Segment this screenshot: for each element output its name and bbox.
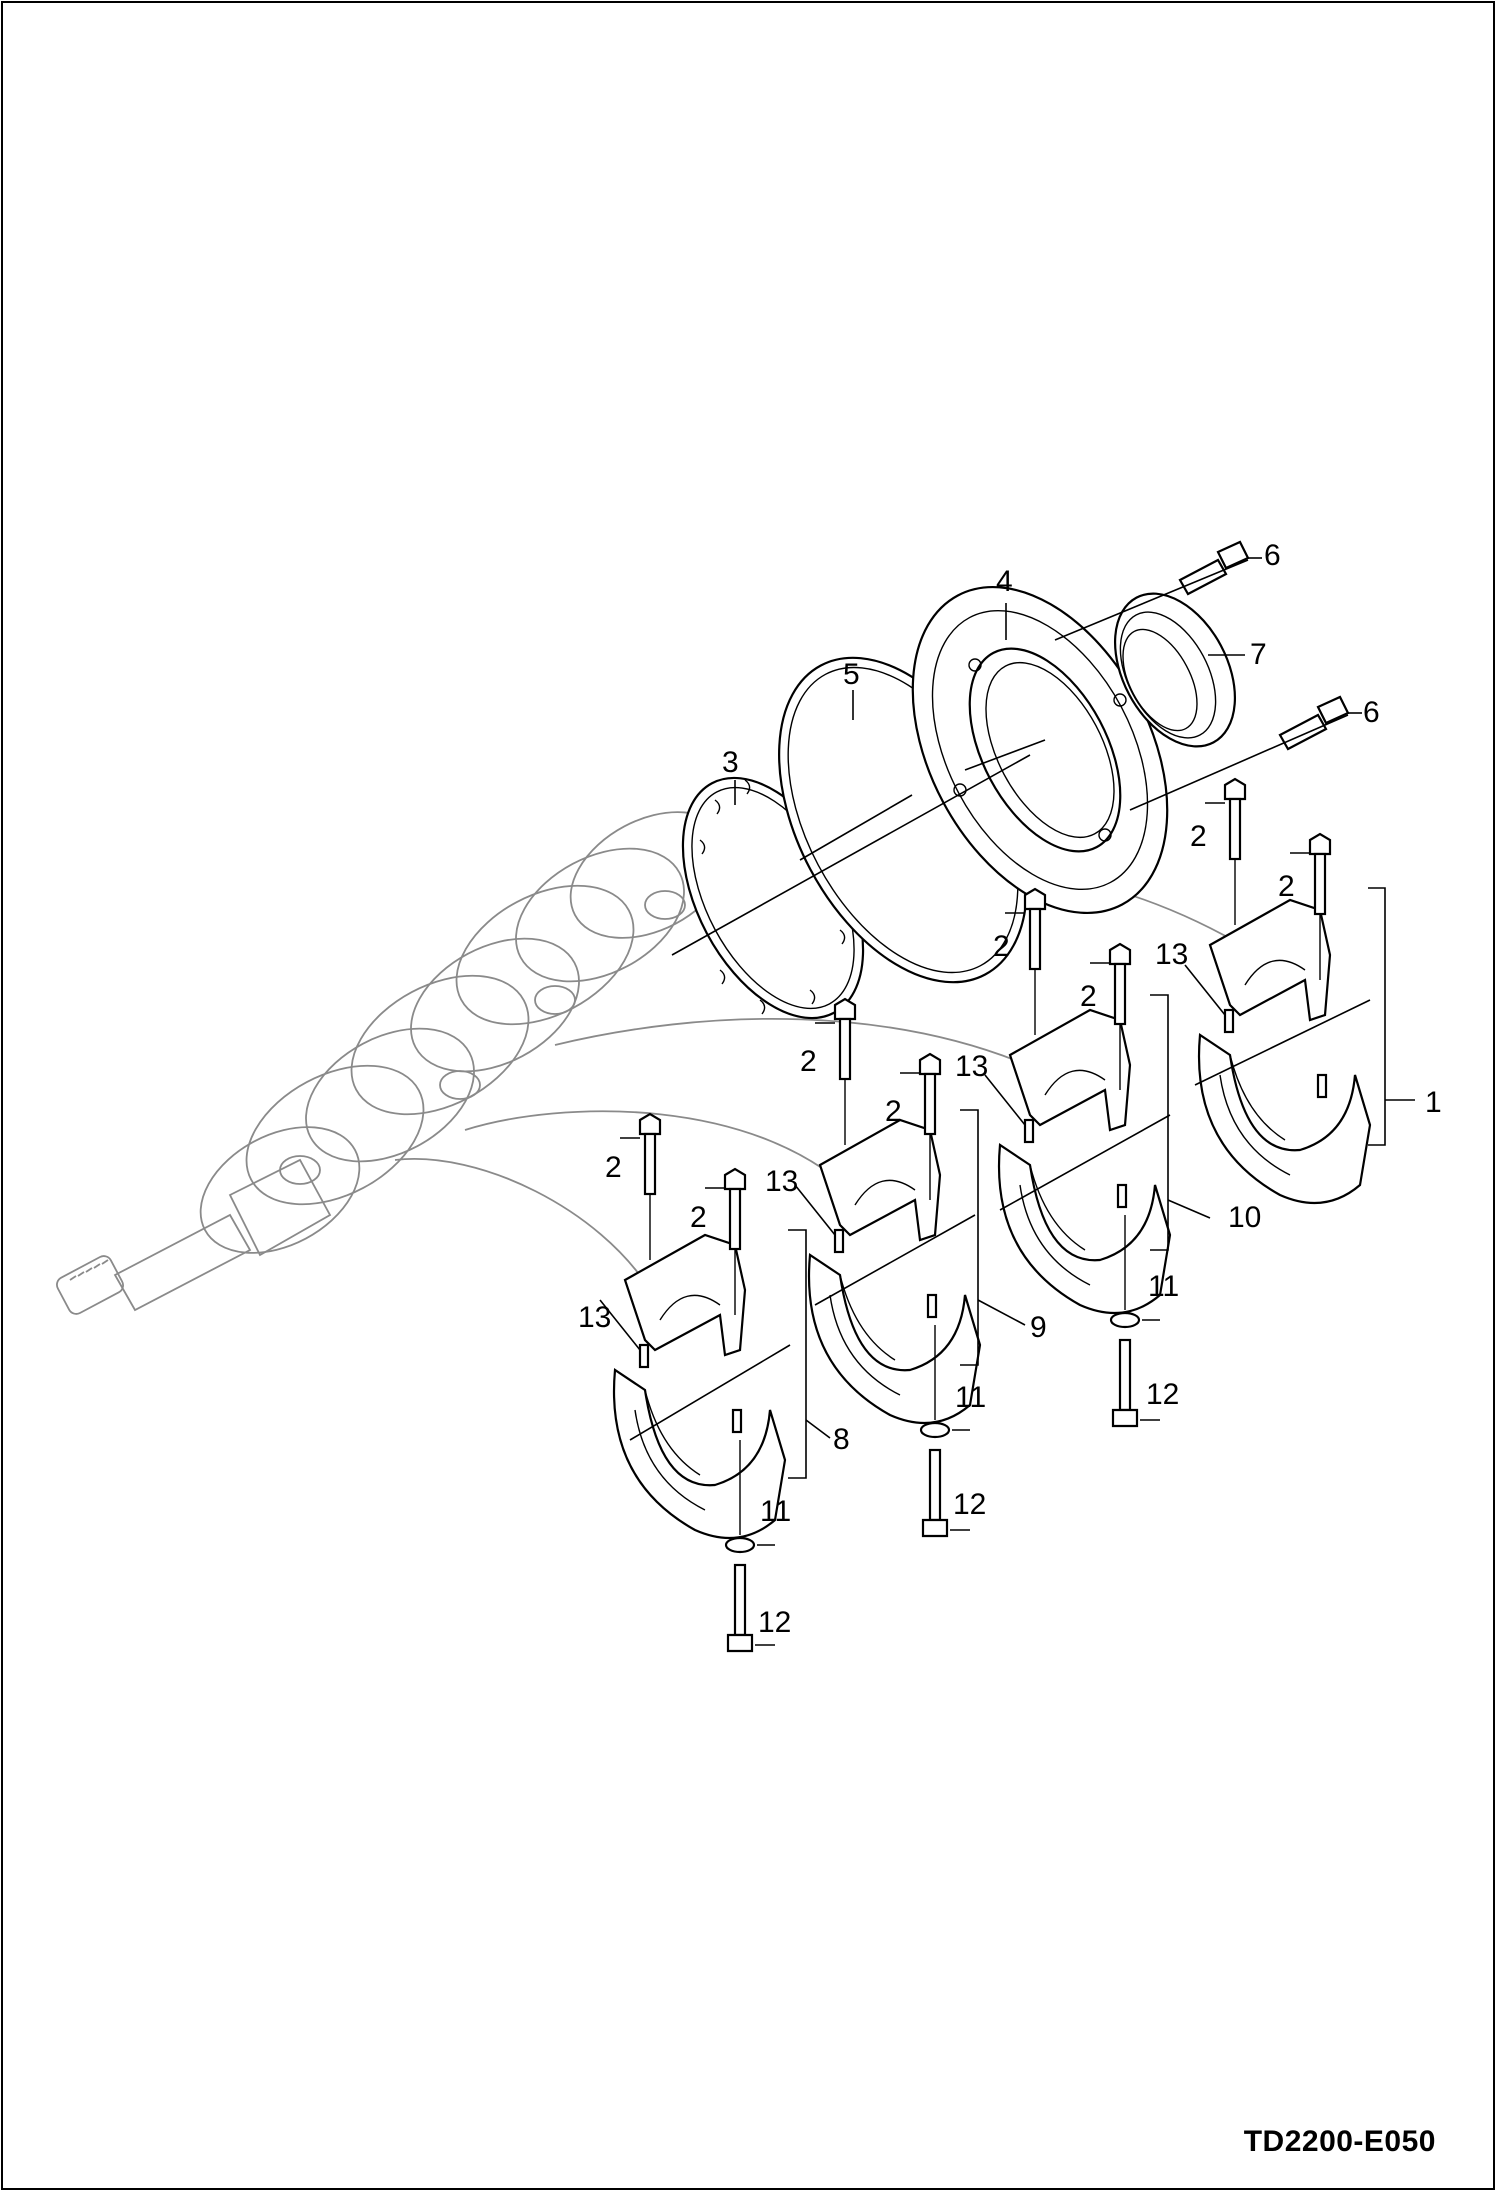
bearing-cap-8 [599, 1112, 787, 1653]
callout-2: 2 [1080, 980, 1097, 1013]
callout-2: 2 [690, 1201, 707, 1234]
cap-bolt [1108, 942, 1132, 1090]
dowel-pin [926, 1293, 938, 1319]
callout-13: 13 [578, 1301, 612, 1334]
callout-1: 1 [1425, 1086, 1442, 1119]
callout-2: 2 [1190, 820, 1207, 853]
dowel-pin [1223, 1008, 1235, 1034]
callout-6: 6 [1264, 539, 1281, 572]
main-bearing-caps [599, 777, 1372, 1653]
part-7-oil-seal [1113, 592, 1237, 748]
callout-6: 6 [1363, 696, 1380, 729]
cap-bolt [638, 1112, 662, 1260]
bearing-cap-9 [794, 997, 982, 1538]
bearing-cap-1 [1184, 777, 1372, 1205]
dowel-pin [1116, 1183, 1128, 1209]
callout-12: 12 [1146, 1378, 1180, 1411]
leader-lines [629, 557, 1415, 1479]
crankshaft-ghost [56, 811, 731, 1315]
callout-12: 12 [758, 1606, 792, 1639]
callout-13: 13 [1155, 938, 1189, 971]
callout-2: 2 [1278, 870, 1295, 903]
callout-7: 7 [1250, 638, 1267, 671]
dowel-pin [1023, 1118, 1035, 1144]
dowel-pin [638, 1343, 650, 1369]
part-4-rear-housing [911, 585, 1169, 915]
washer [1109, 1311, 1141, 1329]
dowel-pin [1316, 1073, 1328, 1099]
callout-2: 2 [993, 930, 1010, 963]
callout-4: 4 [996, 565, 1013, 598]
callout-10: 10 [1228, 1201, 1262, 1234]
washer [919, 1421, 951, 1439]
cap-bolt [1223, 777, 1247, 925]
cap-bolt [1023, 887, 1047, 1035]
lower-bolt-with-washer [1109, 1215, 1160, 1428]
callout-13: 13 [955, 1050, 989, 1083]
callout-8: 8 [833, 1423, 850, 1456]
cap-bolt [918, 1052, 942, 1200]
callout-5: 5 [843, 658, 860, 691]
callout-11: 11 [955, 1381, 987, 1414]
lower-bolt-with-washer [724, 1440, 775, 1653]
callout-11: 11 [760, 1495, 792, 1528]
callout-9: 9 [1030, 1311, 1047, 1344]
lower-bolt-with-washer [919, 1325, 970, 1538]
dowel-pin [833, 1228, 845, 1254]
callout-13: 13 [765, 1165, 799, 1198]
cap-bolt [1308, 832, 1332, 980]
callout-2: 2 [800, 1045, 817, 1078]
callout-12: 12 [953, 1488, 987, 1521]
dowel-pin [731, 1408, 743, 1434]
callout-11: 11 [1148, 1270, 1180, 1303]
bearing-cap-10 [984, 887, 1172, 1428]
callout-3: 3 [722, 746, 739, 779]
cap-bolt [723, 1167, 747, 1315]
callout-2: 2 [605, 1151, 622, 1184]
cap-bolt [833, 997, 857, 1145]
callout-2: 2 [885, 1095, 902, 1128]
washer [724, 1536, 756, 1554]
drawing-code: TD2200-E050 [1243, 2125, 1436, 2158]
